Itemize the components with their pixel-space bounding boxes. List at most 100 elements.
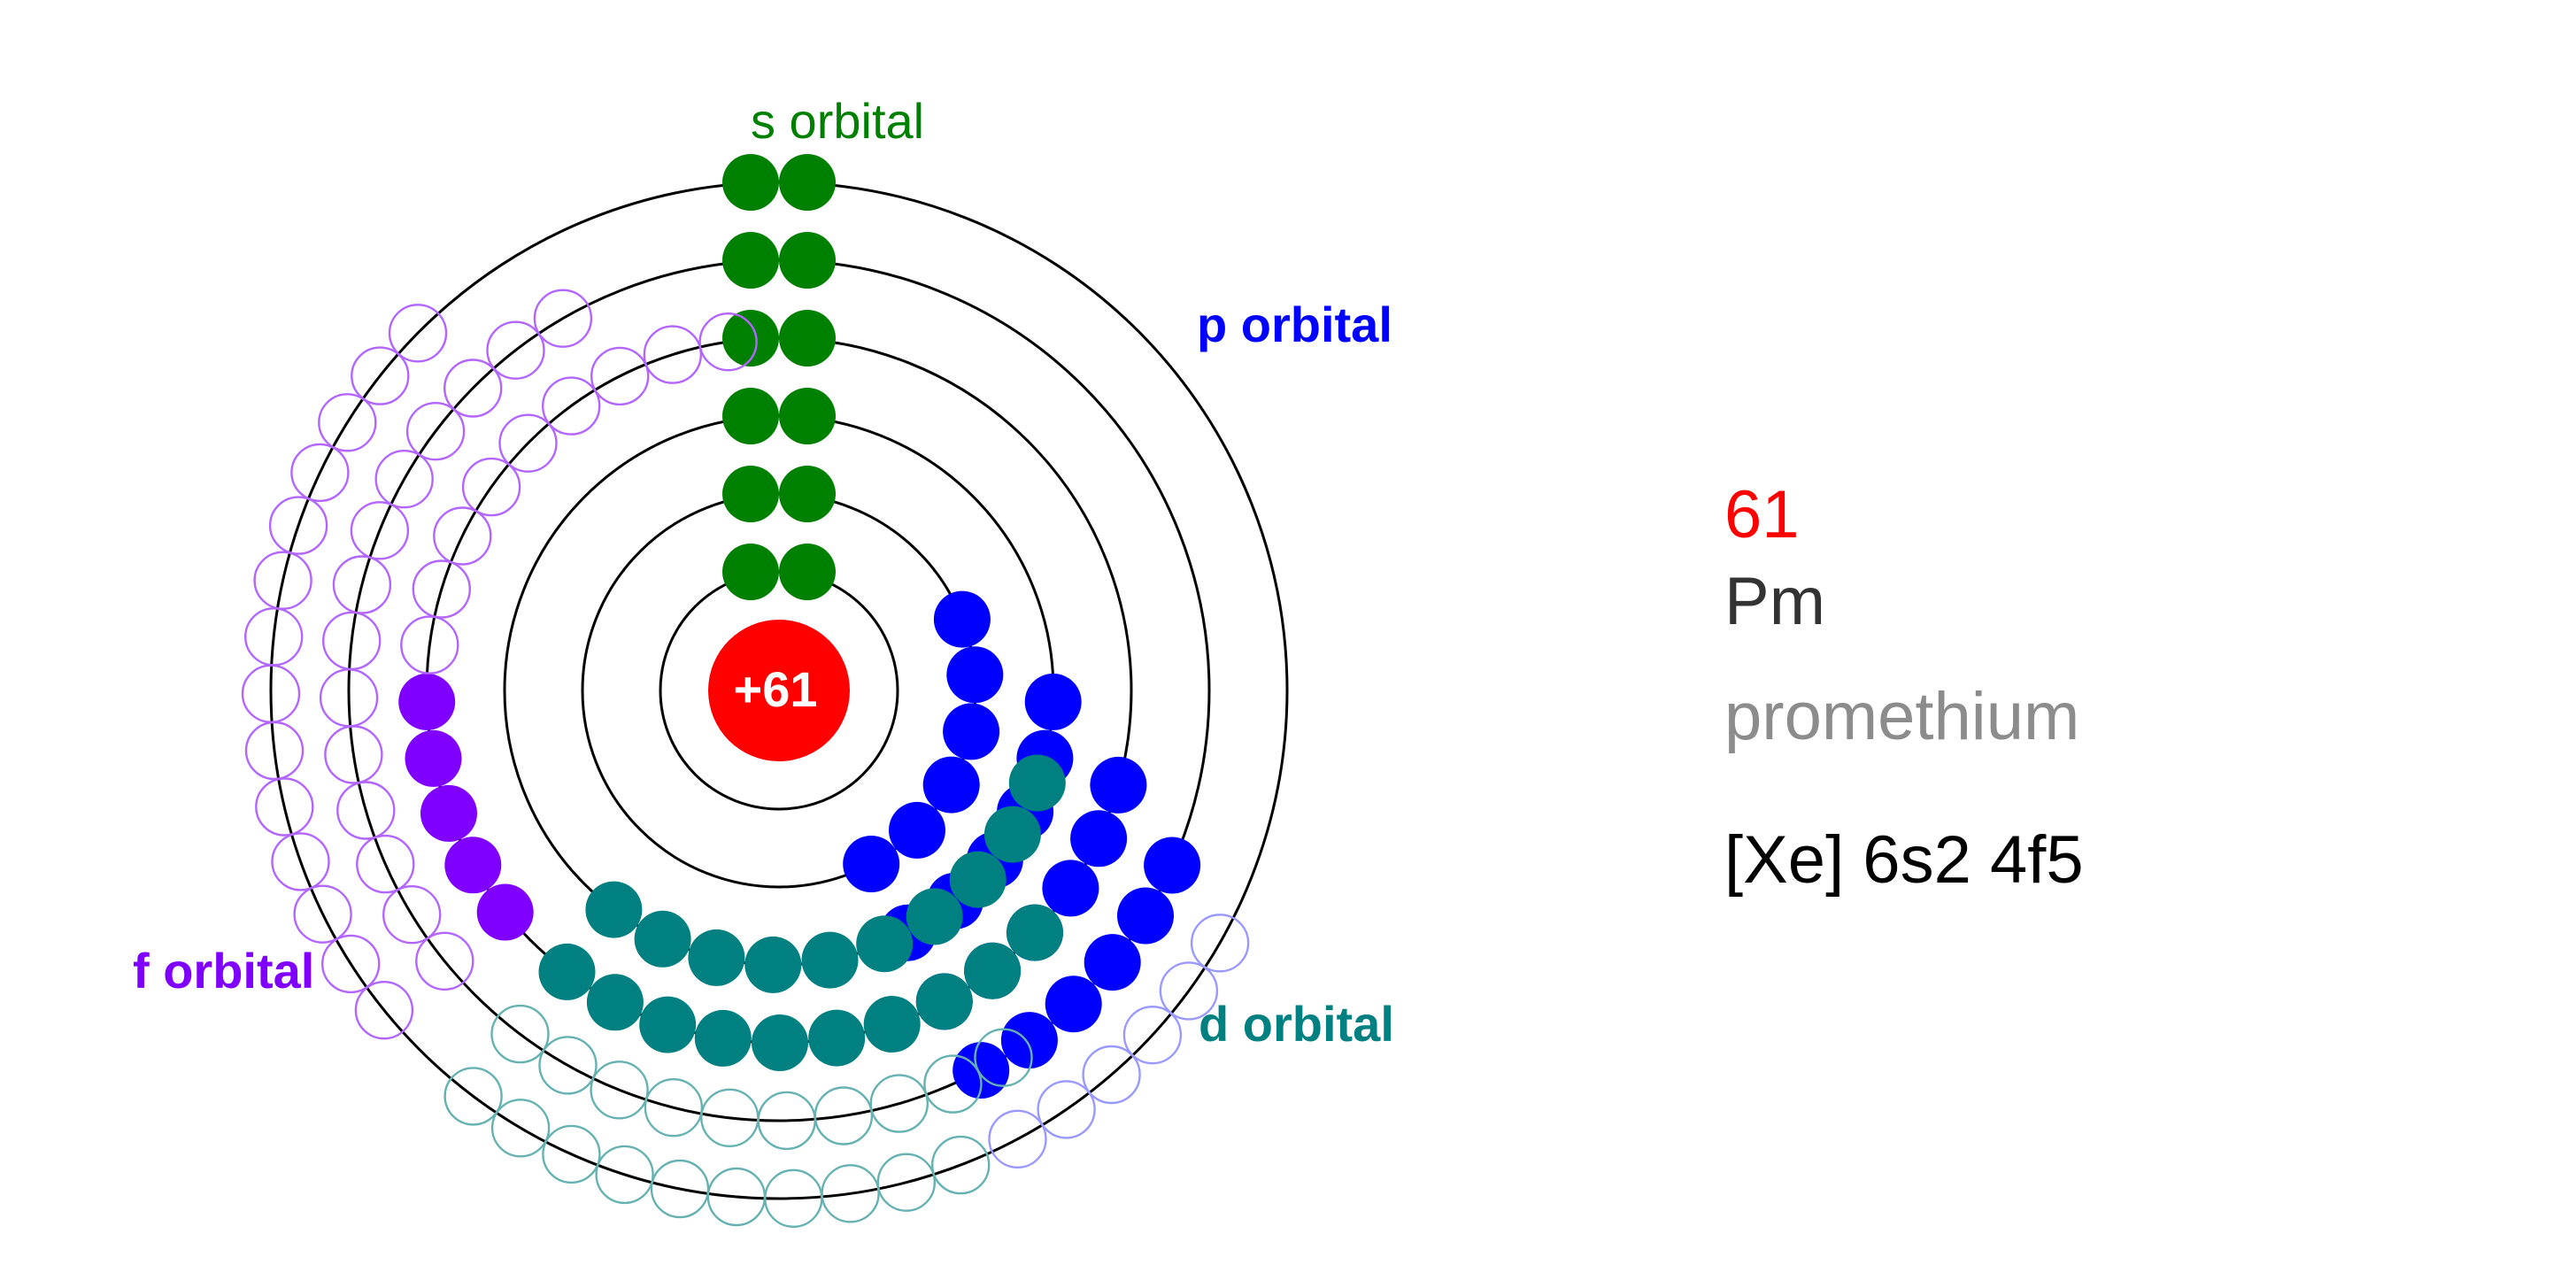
p-electron [1117, 887, 1174, 945]
p-electron [1090, 756, 1147, 814]
f-vacancy [356, 834, 415, 894]
d-vacancy [869, 1074, 929, 1133]
electron-configuration: [Xe] 6s2 4f5 [1724, 822, 2084, 898]
p-electron [889, 801, 945, 859]
f-vacancy [461, 457, 521, 517]
d-electron [744, 936, 802, 993]
f-vacancy [268, 496, 328, 555]
d-vacancy [930, 1135, 991, 1195]
d-electron [585, 881, 643, 938]
nucleus-charge-label: +61 [734, 661, 818, 717]
f-vacancy [318, 393, 377, 452]
s-electron [722, 310, 779, 366]
s-electron [779, 232, 836, 289]
f-vacancy [542, 376, 601, 436]
s-electron [779, 154, 836, 211]
d-vacancy [974, 1028, 1033, 1087]
f-vacancy [253, 551, 312, 610]
s-electron [779, 310, 836, 366]
s-electron [722, 154, 779, 211]
p-electron [1000, 1012, 1058, 1069]
p-vacancy [1122, 1005, 1183, 1065]
d-electron [949, 851, 1006, 908]
s-electron [722, 466, 779, 522]
s-electron [722, 232, 779, 289]
d-electron [964, 942, 1022, 999]
p-electron [1042, 860, 1099, 917]
p-electron [946, 646, 1004, 704]
d-electron [538, 943, 596, 1000]
p-electron [1144, 837, 1201, 894]
f-vacancy [244, 607, 304, 667]
d-electron [801, 931, 859, 989]
f-electron [420, 784, 477, 842]
f-vacancy [321, 934, 381, 994]
element-name: promethium [1724, 679, 2080, 754]
d-electron [586, 974, 644, 1031]
d-electron [639, 996, 697, 1053]
d-vacancy [923, 1054, 983, 1114]
d-electron [694, 1009, 752, 1067]
f-electron [398, 673, 456, 730]
d-electron [1006, 904, 1063, 961]
p-vacancy [1037, 1080, 1096, 1139]
s-electron [722, 544, 779, 600]
d-electron [808, 1009, 866, 1067]
p-electron [933, 590, 991, 648]
f-vacancy [354, 980, 414, 1040]
f-vacancy [293, 884, 352, 944]
f-vacancy [290, 443, 350, 503]
d-vacancy [542, 1124, 601, 1184]
d-vacancy [814, 1086, 874, 1145]
d-vacancy [821, 1164, 880, 1223]
f-vacancy [433, 506, 492, 566]
d-vacancy [443, 1067, 503, 1126]
p-electron [843, 836, 900, 892]
d-vacancy [590, 1060, 649, 1120]
nucleus: +61 [708, 620, 850, 761]
f-electron [444, 837, 502, 894]
f-vacancy [350, 501, 410, 560]
f-electron [405, 729, 462, 787]
f-vacancy [388, 304, 448, 363]
f-vacancy [400, 615, 459, 675]
d-electron [752, 1014, 808, 1071]
p-electron [1024, 673, 1082, 730]
s-electron [779, 544, 836, 600]
d-electron [863, 996, 921, 1053]
d-vacancy [876, 1153, 936, 1212]
f-vacancy [498, 413, 558, 473]
d-electron [983, 806, 1041, 863]
s-orbital-label: s orbital [751, 93, 924, 149]
f-vacancy [590, 346, 650, 406]
f-orbital-label: f orbital [133, 943, 314, 999]
f-vacancy [382, 884, 442, 945]
s-electron [779, 388, 836, 444]
f-vacancy [643, 325, 702, 384]
p-vacancy [1082, 1045, 1141, 1105]
f-vacancy [415, 931, 474, 991]
f-vacancy [255, 777, 314, 837]
d-electron [1008, 754, 1066, 812]
f-vacancy [336, 781, 396, 840]
p-orbital-label: p orbital [1197, 297, 1392, 352]
electrons [241, 154, 1250, 1229]
d-vacancy [490, 1099, 551, 1158]
f-vacancy [412, 559, 471, 619]
d-electron [906, 888, 963, 945]
f-vacancy [332, 555, 392, 614]
p-electron [1084, 934, 1141, 991]
d-electron [856, 915, 914, 973]
bohr-diagram: +61 s orbital p orbital d orbital f orbi… [133, 93, 1394, 1229]
nucleus-circle [708, 620, 850, 761]
f-vacancy [374, 450, 434, 509]
d-vacancy [490, 1004, 550, 1064]
d-electron [634, 910, 691, 968]
p-electron [922, 756, 980, 814]
p-vacancy [988, 1109, 1047, 1169]
p-electron [1045, 976, 1102, 1033]
f-vacancy [271, 832, 330, 891]
d-electron [915, 973, 973, 1030]
d-vacancy [644, 1077, 704, 1138]
d-electron [688, 929, 745, 986]
